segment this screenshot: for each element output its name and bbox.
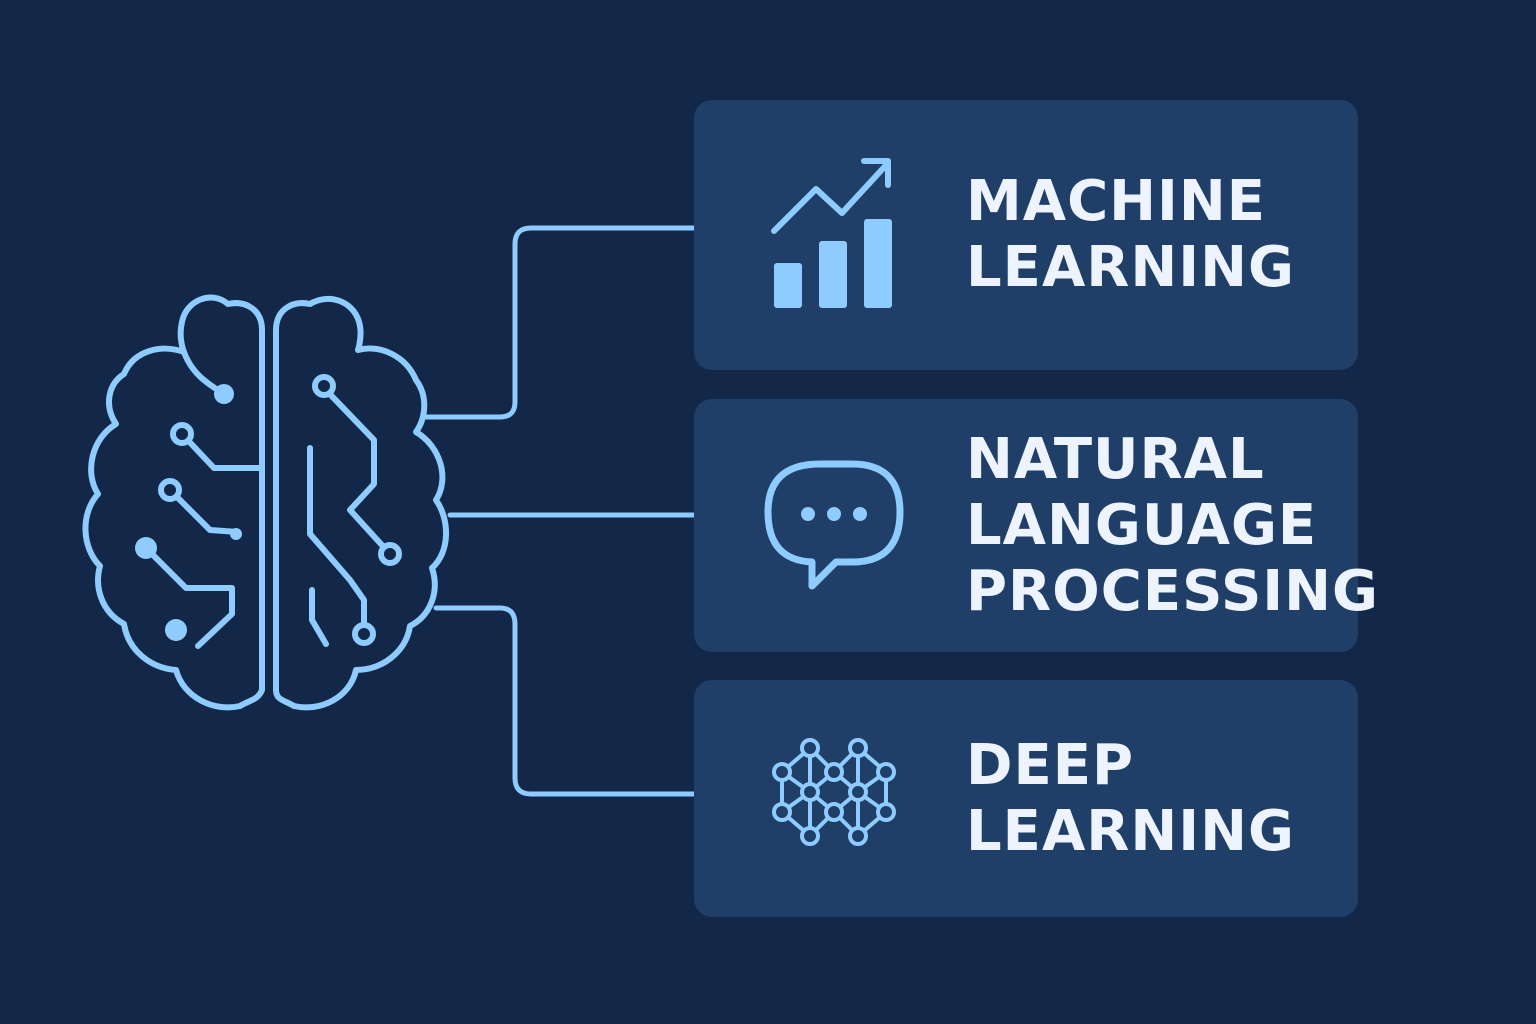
card-natural-language-processing: NATURAL LANGUAGE PROCESSING [694, 399, 1378, 652]
brain-circuit-rings [158, 374, 402, 646]
card-label-line: LEARNING [966, 235, 1295, 300]
card-label-natural-language-processing: NATURAL LANGUAGE PROCESSING [966, 399, 1379, 652]
card-machine-learning: MACHINE LEARNING [694, 100, 1358, 370]
chat-bubble-icon [764, 460, 904, 590]
brain-circuit-icon [82, 294, 450, 711]
card-label-line: DEEP [966, 732, 1135, 798]
card-label-machine-learning: MACHINE LEARNING [966, 100, 1295, 370]
connector-deep-learning [433, 605, 697, 797]
brain-circuit-nodes [135, 384, 242, 641]
card-label-line: PROCESSING [966, 558, 1379, 624]
card-label-deep-learning: DEEP LEARNING [966, 680, 1295, 917]
card-deep-learning: DEEP LEARNING [694, 680, 1358, 917]
card-label-line: NATURAL [966, 426, 1265, 492]
card-label-line: LEARNING [966, 798, 1295, 864]
neural-network-icon [772, 738, 896, 846]
card-label-line: LANGUAGE [966, 492, 1318, 558]
connector-machine-learning [423, 225, 697, 420]
card-label-line: MACHINE [966, 169, 1266, 234]
chart-growth-icon [771, 158, 892, 308]
